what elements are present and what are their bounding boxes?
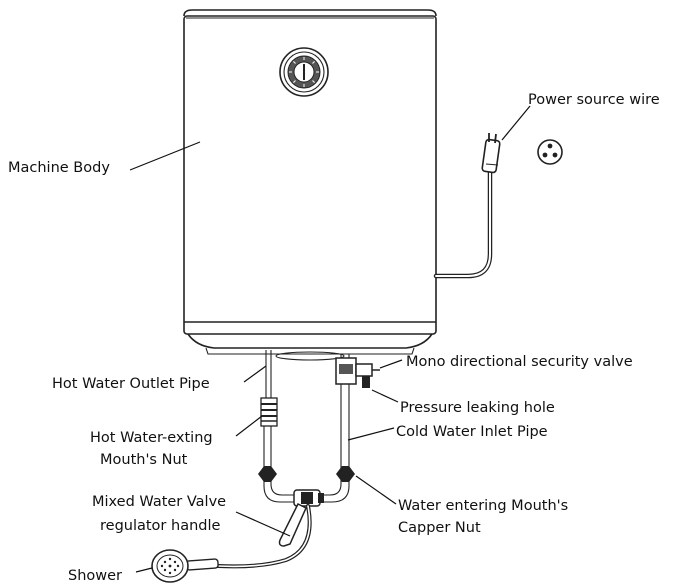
label-hot-water-outlet-pipe: Hot Water Outlet Pipe: [52, 376, 210, 392]
leader-mixed-valve: [235, 511, 291, 537]
mono-directional-security-valve: [335, 357, 380, 388]
label-mono-security-valve: Mono directional security valve: [406, 354, 633, 370]
hot-water-outlet-pipe: [258, 350, 296, 503]
label-power-source-wire: Power source wire: [528, 92, 660, 108]
label-hot-water-nut-1: Hot Water-exting: [90, 430, 213, 446]
machine-body: [183, 9, 437, 361]
label-cold-water-inlet-pipe: Cold Water Inlet Pipe: [396, 424, 548, 440]
label-hot-water-nut-2: Mouth's Nut: [100, 452, 188, 468]
cold-water-inlet-pipe: [318, 354, 355, 503]
leader-security-valve: [379, 359, 403, 369]
shower-head-icon: [151, 549, 219, 583]
shower-hose: [216, 504, 312, 569]
label-mixed-valve-2: regulator handle: [100, 518, 220, 534]
label-capper-nut-1: Water entering Mouth's: [398, 498, 568, 514]
label-pressure-leaking-hole: Pressure leaking hole: [400, 400, 555, 416]
leader-power-wire: [501, 105, 531, 141]
leader-pressure-hole: [371, 389, 399, 403]
label-capper-nut-2: Capper Nut: [398, 520, 481, 536]
leader-hot-outlet: [243, 365, 267, 383]
label-shower: Shower: [68, 568, 122, 584]
label-machine-body: Machine Body: [8, 160, 110, 176]
leader-machine-body: [129, 141, 201, 171]
leader-cold-inlet: [347, 427, 395, 441]
wall-socket-icon: [537, 139, 563, 165]
hot-water-exiting-nut: [260, 397, 278, 427]
leader-hot-nut: [235, 415, 263, 437]
leader-shower: [135, 567, 153, 573]
thermostat-dial-icon: [279, 47, 329, 97]
power-source-wire: [433, 133, 501, 279]
leader-capper-nut: [355, 475, 397, 505]
label-mixed-valve-1: Mixed Water Valve: [92, 494, 226, 510]
mixed-water-valve: [278, 489, 324, 547]
